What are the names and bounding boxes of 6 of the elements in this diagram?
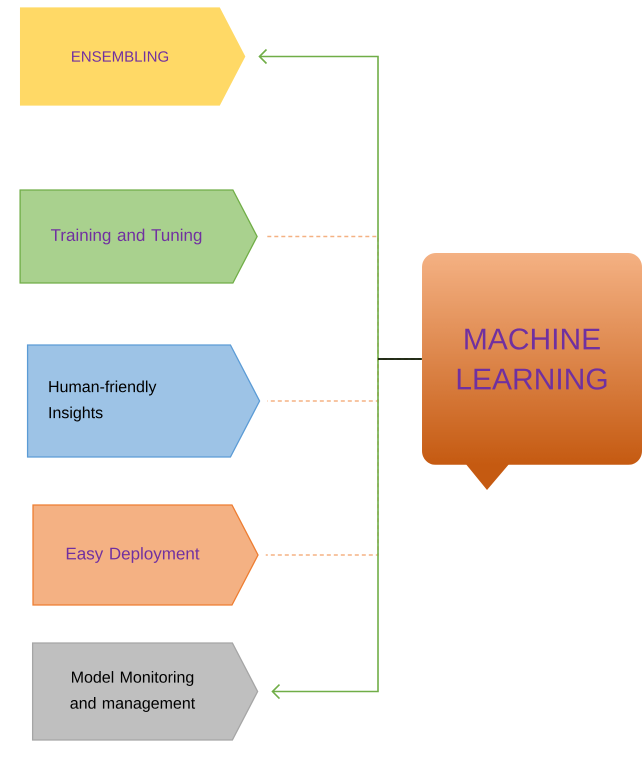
arrow-box: Training and Tuning [19, 189, 258, 284]
arrow-box: Model Monitoring and management [32, 642, 258, 741]
arrow-box: Easy Deployment [32, 504, 259, 606]
callout-box: MACHINE LEARNING [422, 253, 642, 490]
arrow-box: Human-friendly Insights [26, 344, 260, 458]
arrow-box: ENSEMBLING [20, 7, 246, 106]
